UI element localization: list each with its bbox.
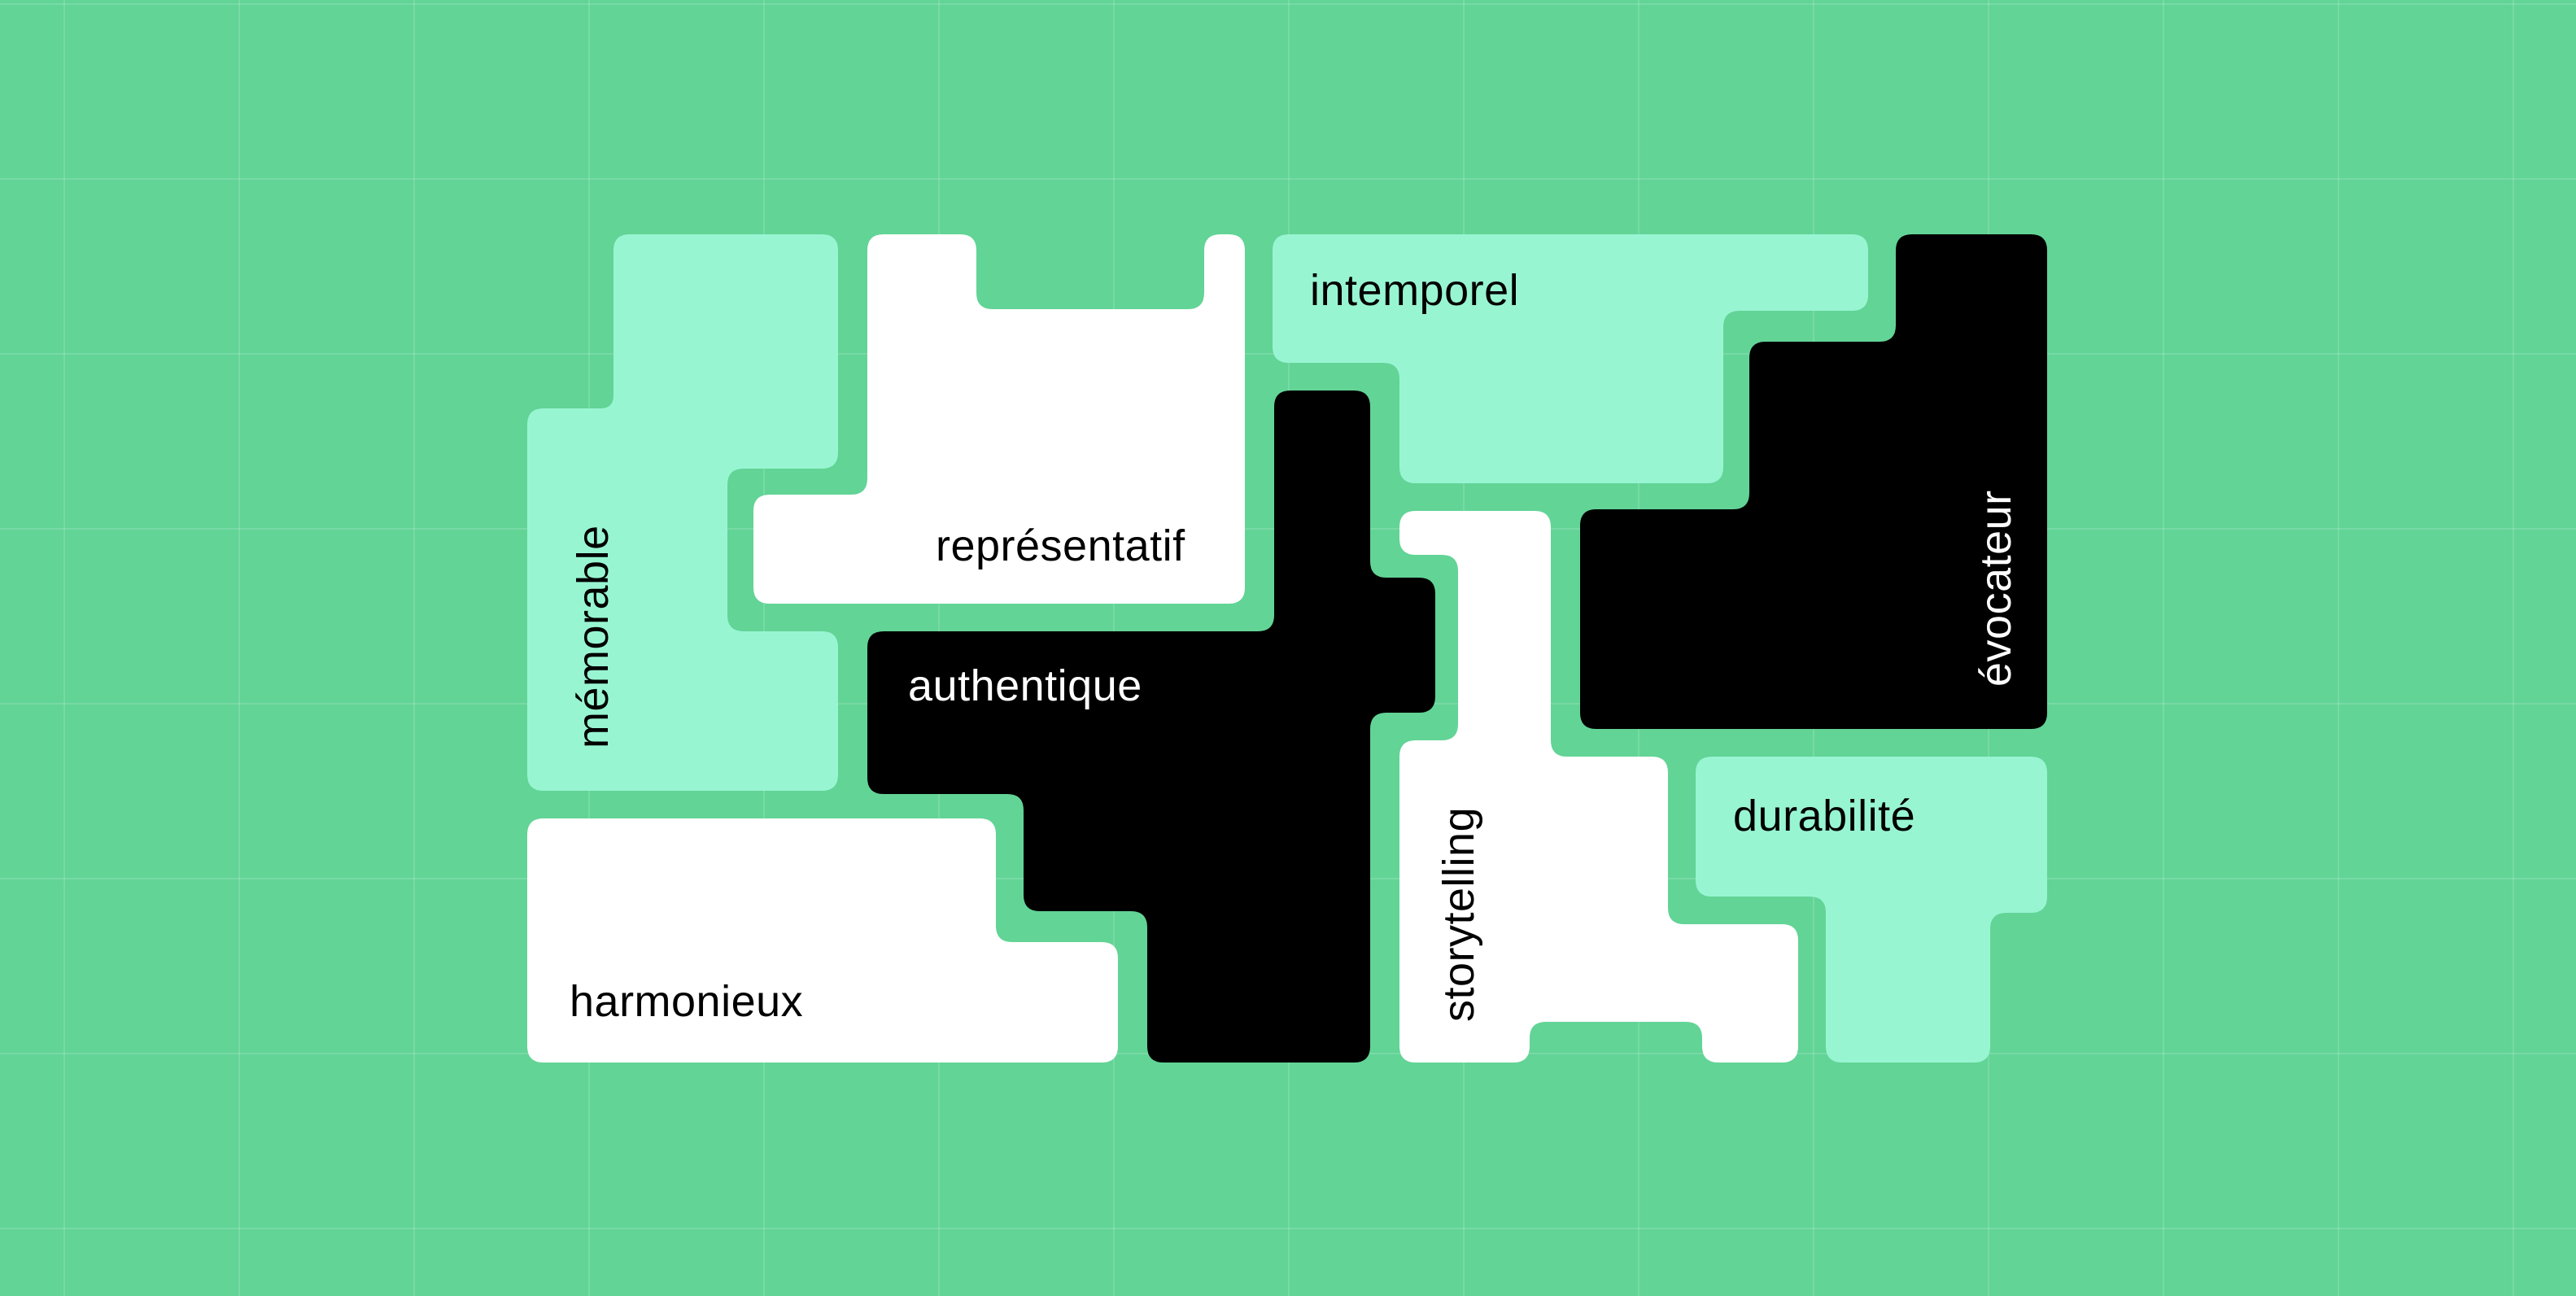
tile-harmonieux-shape	[527, 818, 1118, 1063]
tile-storytelling-shape	[1399, 511, 1798, 1063]
tile-memorable-shape	[527, 234, 838, 791]
tile-evocateur-shape	[1580, 234, 2047, 729]
label-harmonieux: harmonieux	[570, 977, 804, 1026]
label-evocateur: évocateur	[1971, 490, 2020, 687]
tile-authentique-shape	[867, 391, 1435, 1063]
tile-durabilite-shape	[1696, 757, 2047, 1063]
label-storytelling: storytelling	[1434, 806, 1483, 1022]
label-intemporel: intemporel	[1310, 266, 1520, 315]
tile-intemporel-shape	[1273, 234, 1868, 483]
label-authentique: authentique	[908, 661, 1142, 710]
tile-representatif-shape	[753, 234, 1245, 604]
label-memorable: mémorable	[569, 525, 618, 748]
label-durabilite: durabilité	[1733, 792, 1916, 840]
label-representatif: représentatif	[936, 521, 1185, 570]
